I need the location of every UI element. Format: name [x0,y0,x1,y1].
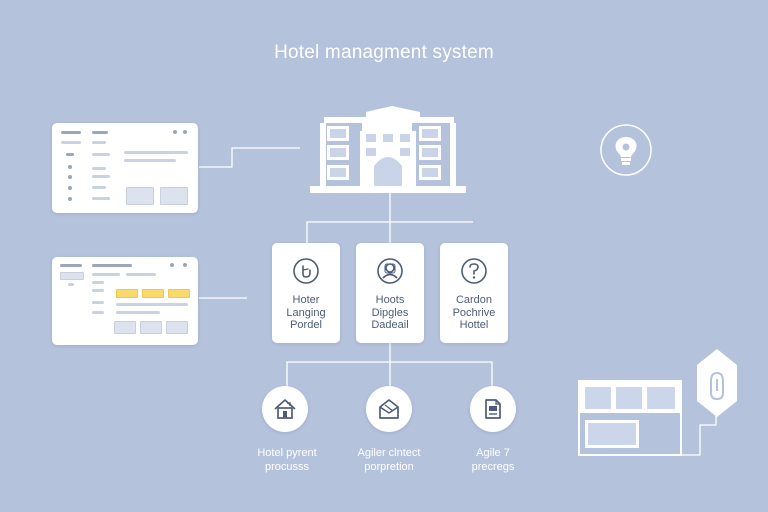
process-contact-circle[interactable] [366,386,412,432]
lightbulb-icon [599,123,653,177]
house-icon [274,399,296,419]
dashboard-panel-top [52,123,198,213]
device-screen-icon [578,380,682,456]
tag-icon [693,347,741,419]
hand-icon [293,258,319,284]
envelope-icon [379,399,399,419]
dashboard-panel-bottom [52,257,198,345]
card-hotel-archive[interactable]: Cardon Pochrive Hottel [440,243,508,343]
card-label: Cardon Pochrive Hottel [452,294,496,331]
card-landing-portal[interactable]: Hoter Langing Pordel [272,243,340,343]
card-label: Hoter Langing Pordel [286,294,326,331]
document-icon [485,399,501,419]
card-guest-details[interactable]: Hoots Dipgles Dadeail [356,243,424,343]
process-agile-circle[interactable] [470,386,516,432]
card-label: Hoots Dipgles Dadeail [371,294,409,331]
page-title: Hotel managment system [274,42,494,63]
process-payment-circle[interactable] [262,386,308,432]
process-agile-label: Agile 7 precregs [471,447,515,473]
person-icon [377,258,403,284]
question-icon [461,258,487,284]
process-contact-label: Agiler clntect porpretion [357,447,421,473]
process-payment-label: Hotel pyrent procusss [257,447,317,473]
hotel-building-icon [306,104,470,194]
